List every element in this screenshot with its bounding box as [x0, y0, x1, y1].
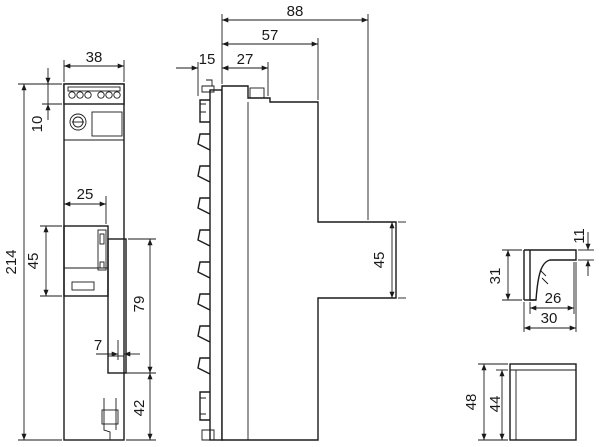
dim-offset-10: 10 [29, 116, 46, 133]
dim-window-25: 25 [77, 186, 94, 203]
dim-height-214: 214 [3, 249, 20, 274]
side-fins [197, 99, 211, 421]
dim-depth-27: 27 [237, 51, 254, 68]
front-clip [103, 398, 117, 440]
dim-step-45: 45 [371, 252, 388, 269]
dim-cap-48: 48 [463, 394, 480, 411]
cap-view: 48 44 [463, 363, 577, 441]
dim-bracket-26: 26 [545, 290, 562, 307]
terminal-block [63, 83, 125, 105]
dim-bracket-31: 31 [487, 268, 504, 285]
side-housing-profile [221, 85, 397, 441]
dim-offset-7: 7 [94, 337, 102, 354]
dim-depth-57: 57 [262, 27, 279, 44]
dim-depth-88: 88 [287, 3, 304, 20]
front-label-area [91, 111, 123, 137]
front-view: 38 214 10 25 45 79 7 [3, 49, 156, 441]
dim-bracket-11: 11 [571, 228, 588, 244]
side-view: 88 57 27 15 45 [176, 3, 406, 441]
front-foot [107, 238, 127, 374]
adjuster-knob-icon [69, 113, 87, 131]
dim-width-38: 38 [86, 49, 103, 66]
front-housing [63, 83, 125, 441]
cap-profile [509, 363, 577, 441]
bracket-view: 11 31 26 30 [487, 228, 594, 332]
terminal-screws [67, 86, 121, 99]
dim-bracket-30: 30 [541, 310, 558, 327]
dim-cap-44: 44 [487, 396, 504, 413]
dim-clip-42: 42 [131, 400, 148, 417]
side-terminal-strip [209, 89, 223, 441]
dim-foot-79: 79 [131, 296, 148, 313]
dim-window-45: 45 [25, 253, 42, 270]
dim-depth-15: 15 [199, 51, 216, 68]
